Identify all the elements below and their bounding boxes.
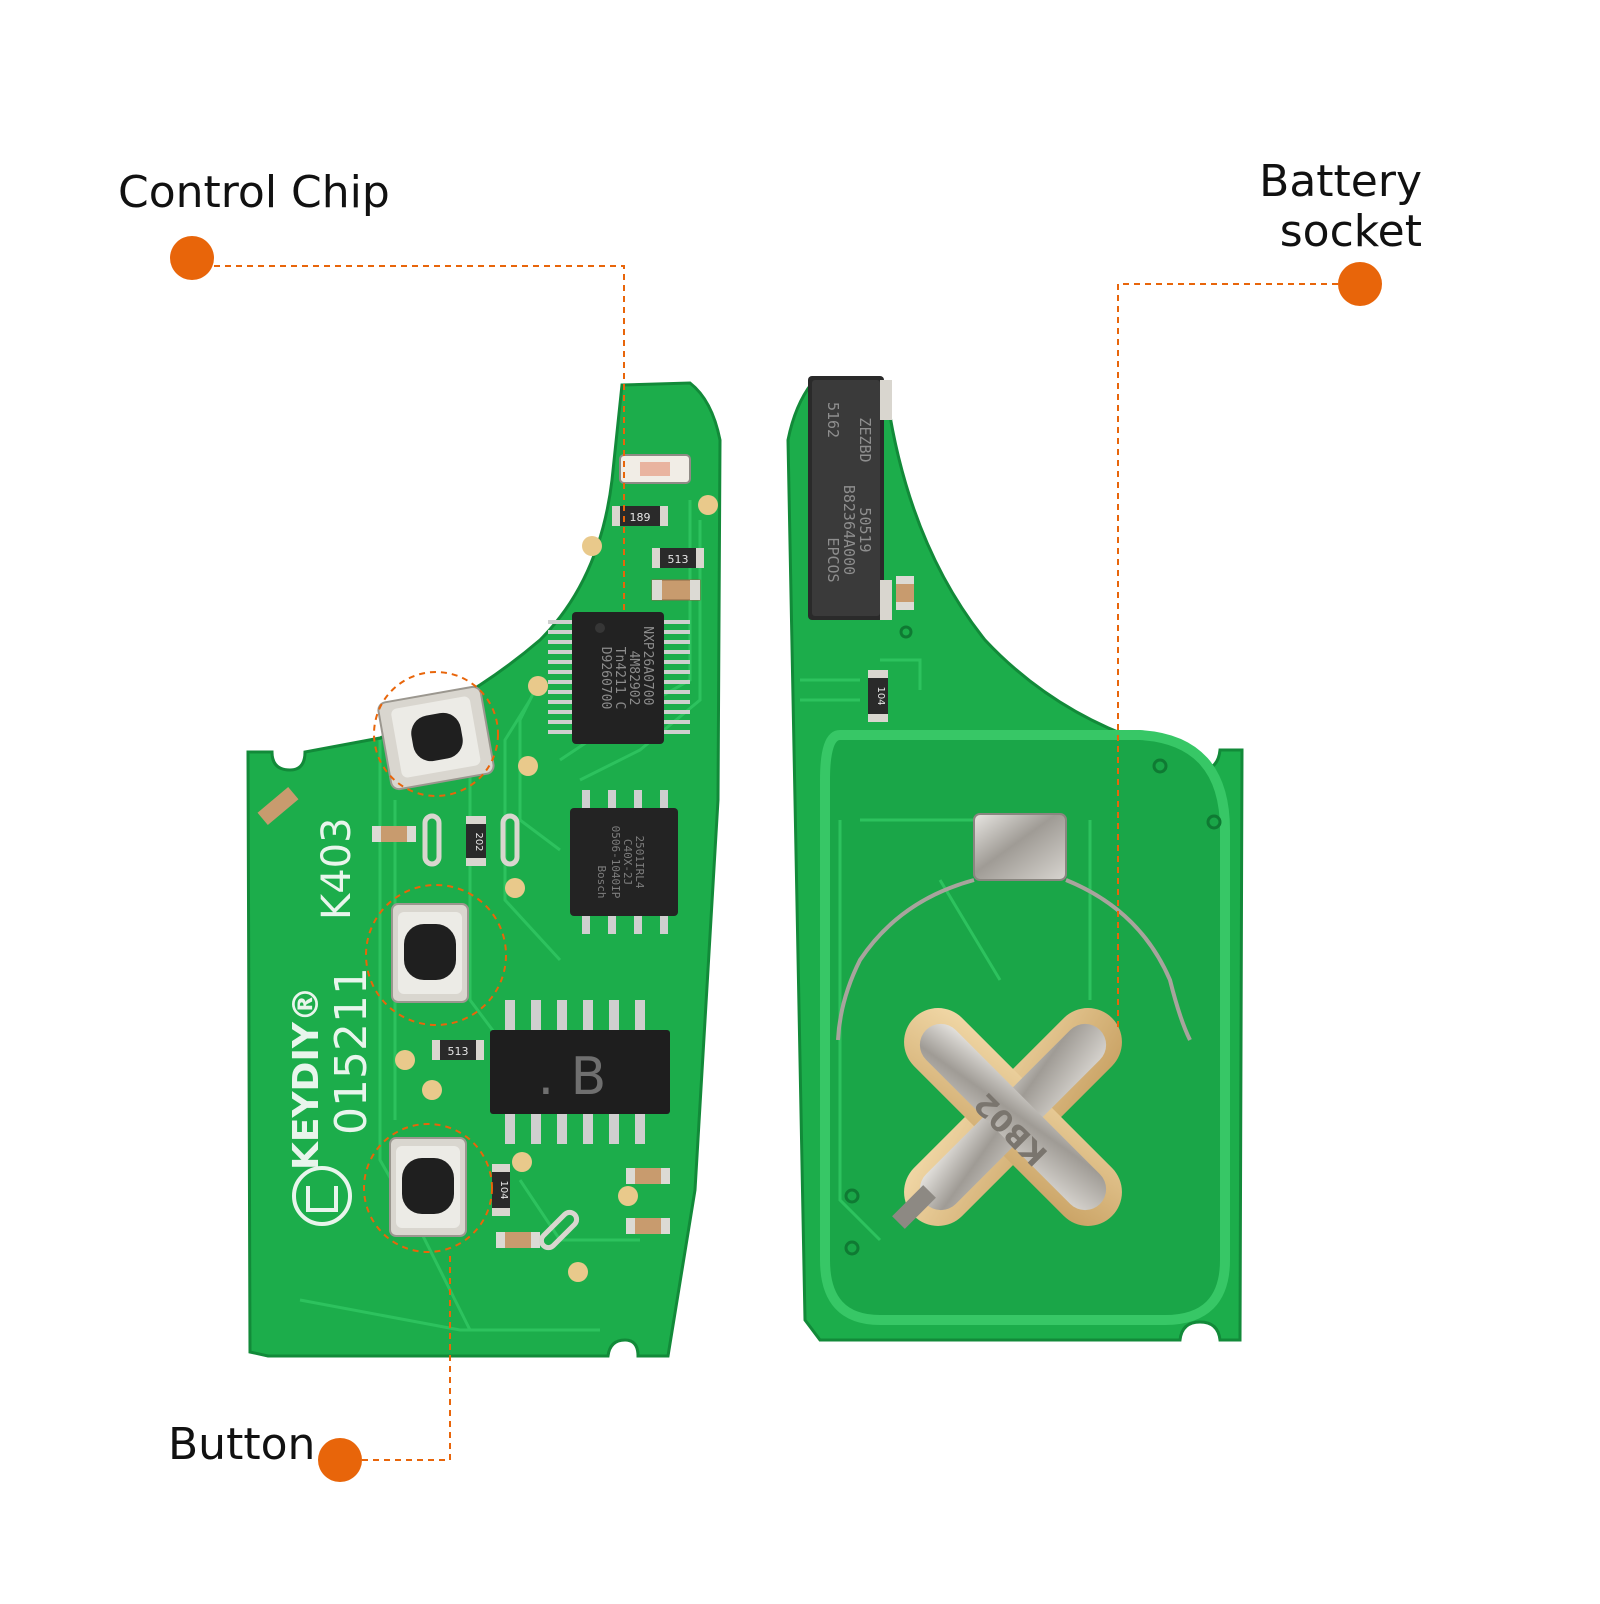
coil-line3: B82364A000 — [840, 485, 858, 575]
tactile-button-3 — [389, 1137, 467, 1237]
battery-socket-callout: Battery socket — [1259, 157, 1422, 257]
coil-line5: 50519 — [856, 507, 874, 552]
oval-pads — [422, 813, 580, 1251]
left-pads — [395, 495, 718, 1282]
resistor-104-left-label: 104 — [498, 1180, 509, 1199]
chip-main-line5: D9260700 — [598, 647, 613, 710]
control-chip-marker — [170, 236, 214, 280]
left-board: 189 513 — [246, 381, 722, 1358]
coil-line1: 5162 — [824, 402, 842, 438]
led-component — [619, 454, 691, 484]
resistor-104-right: 104 — [868, 670, 888, 722]
chip-b-label: . B — [538, 1047, 607, 1107]
capacitor-right — [896, 576, 914, 610]
resistor-104-right-label: 104 — [875, 686, 886, 705]
resistor-513-mid-label: 513 — [448, 1045, 469, 1058]
battery-socket-callout-line2: socket — [1279, 206, 1422, 257]
chip-main-line4: Tn4211 C — [612, 647, 627, 710]
button-leader — [362, 1252, 451, 1461]
callout-leaders — [170, 236, 1382, 1482]
serial-label: 015211 — [326, 967, 377, 1135]
tactile-button-1 — [377, 685, 495, 791]
chip-small-line3: C40X-2J — [621, 839, 634, 885]
resistor-202-label: 202 — [473, 832, 484, 851]
right-vias — [844, 625, 1222, 1256]
brand-logo-circle — [292, 1166, 352, 1226]
chip-small-line4: 2501IRL4 — [633, 836, 646, 889]
battery-marker — [1338, 262, 1382, 306]
resistor-513-top-label: 513 — [668, 553, 689, 566]
battery-top-contact — [836, 813, 1192, 1041]
control-chip-callout: Control Chip — [118, 167, 390, 218]
right-board: 5162 EPCOS B82364A000 ZEZBD 50519 104 — [786, 376, 1244, 1342]
control-chip: NXP 26A0700 4M82902 Tn4211 C D9260700 — [548, 612, 690, 744]
resistor-189-label: 189 — [630, 511, 651, 524]
epcos-coil: 5162 EPCOS B82364A000 ZEZBD 50519 — [808, 376, 892, 620]
battery-socket-clip: KB02 — [892, 1008, 1122, 1229]
b-chip: . B — [490, 1000, 670, 1144]
chip-main-line2: 26A0700 — [640, 651, 655, 706]
resistor-513-top: 513 — [652, 548, 704, 568]
resistor-189: 189 — [612, 506, 668, 526]
control-chip-leader — [214, 265, 625, 612]
resistor-513-mid: 513 — [432, 1040, 484, 1060]
chip-main-line3: 4M82902 — [626, 651, 641, 706]
resistor-202: 202 — [466, 816, 486, 866]
button-marker — [318, 1438, 362, 1482]
chip-main-line1: NXP — [640, 626, 655, 650]
battery-socket-callout-line1: Battery — [1259, 156, 1422, 207]
brand-label: KEYDIY® — [286, 986, 327, 1170]
capacitor-top — [651, 579, 701, 601]
resistor-104-left: 104 — [492, 1164, 510, 1216]
capacitors-left — [257, 787, 670, 1248]
button-highlights — [363, 671, 507, 1253]
chip-small-line1: Bosch — [595, 865, 608, 898]
battery-leader — [1117, 283, 1338, 1030]
button-callout: Button — [168, 1419, 316, 1470]
chip-small-line2: 0506-1040IP — [609, 826, 622, 899]
bosch-chip: Bosch 0506-1040IP C40X-2J 2501IRL4 — [570, 790, 678, 934]
model-label: K403 — [314, 817, 360, 920]
coil-line2: EPCOS — [824, 537, 842, 582]
right-traces — [800, 658, 1092, 1242]
tactile-button-2 — [391, 903, 469, 1003]
coil-line4: ZEZBD — [856, 417, 874, 462]
